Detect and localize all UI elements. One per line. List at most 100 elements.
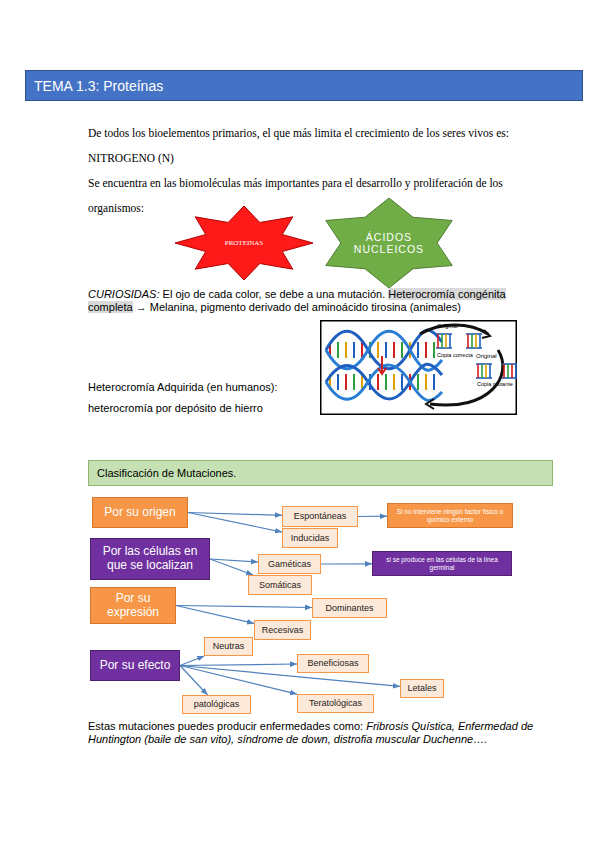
note-text: Heterocromía Adquirida (en humanos): bbox=[88, 381, 278, 393]
node-label: Inducidas bbox=[291, 533, 330, 543]
star-fill bbox=[326, 198, 452, 288]
type-box: Teratológicas bbox=[297, 694, 374, 713]
note-text: heterocromía por depósito de hierro bbox=[88, 402, 263, 414]
type-box: Espontáneas bbox=[282, 506, 358, 527]
text-paragraph: Copia mutante bbox=[477, 381, 513, 387]
note-text: Estas mutaciones puedes producir enferme… bbox=[88, 720, 363, 732]
base-pair bbox=[479, 334, 481, 348]
base-pair bbox=[417, 374, 419, 390]
base-pair bbox=[393, 374, 395, 390]
star-shape: PROTEINAS bbox=[175, 206, 313, 280]
base-pair bbox=[353, 342, 355, 358]
base-pair bbox=[337, 374, 339, 390]
text-paragraph: De todos los bioelementos primarios, el … bbox=[88, 121, 550, 171]
type-box: Gaméticas bbox=[258, 554, 321, 574]
connector-arrow bbox=[180, 656, 204, 666]
note-text: Original bbox=[437, 323, 458, 329]
note-text: Original bbox=[476, 353, 497, 359]
node-label: Neutras bbox=[213, 641, 245, 651]
base-pair bbox=[449, 334, 451, 348]
base-pair bbox=[433, 374, 435, 390]
base-pair bbox=[507, 364, 509, 378]
title-text: TEMA 1.3: Proteínas bbox=[34, 78, 163, 94]
base-pair bbox=[361, 342, 363, 358]
type-box: Letales bbox=[400, 679, 444, 698]
text-paragraph: Original bbox=[476, 353, 516, 360]
base-pair bbox=[489, 364, 491, 378]
node-label: Teratológicas bbox=[309, 698, 362, 708]
base-pair bbox=[437, 334, 439, 348]
base-pair bbox=[377, 342, 379, 358]
node-label: Letales bbox=[407, 683, 436, 693]
base-pair bbox=[385, 342, 387, 358]
node-label: PROTEINAS bbox=[225, 239, 264, 247]
node-label: Por su origen bbox=[104, 506, 175, 520]
connector-arrow bbox=[358, 516, 387, 517]
base-pair bbox=[401, 374, 403, 390]
band-header: Clasificación de Mutaciones. bbox=[88, 460, 553, 486]
type-box: Recesivas bbox=[254, 620, 311, 640]
node-label: Por su efecto bbox=[100, 659, 171, 673]
node-label: Clasificación de Mutaciones. bbox=[97, 467, 236, 480]
node-label: si se produce en las células de la línea… bbox=[377, 556, 507, 571]
base-pair bbox=[425, 342, 427, 358]
type-box: Neutras bbox=[204, 637, 253, 656]
text-paragraph: Original bbox=[437, 323, 477, 330]
base-pair bbox=[353, 374, 355, 390]
text-paragraph: Copia correcta bbox=[437, 352, 473, 358]
node-label: Si no interviene ningún factor físico o … bbox=[392, 508, 508, 523]
note-text: De todos los bioelementos primarios, el … bbox=[88, 127, 509, 164]
connector-arrow bbox=[176, 606, 312, 608]
base-pair bbox=[345, 342, 347, 358]
base-pair bbox=[445, 334, 447, 348]
node-label: Recesivas bbox=[262, 625, 304, 635]
dna-replication-figure bbox=[320, 320, 517, 415]
base-pair bbox=[441, 334, 443, 348]
base-pair bbox=[503, 364, 505, 378]
base-pair bbox=[393, 342, 395, 358]
type-box: Beneficiosas bbox=[297, 654, 369, 673]
base-pair bbox=[425, 374, 427, 390]
type-box: Somáticas bbox=[248, 575, 312, 595]
connector-arrow bbox=[188, 513, 282, 533]
text-paragraph: Estas mutaciones puedes producir enferme… bbox=[88, 720, 543, 746]
base-pair bbox=[511, 364, 513, 378]
category-box: Por las células en que se localizan bbox=[90, 538, 210, 580]
node-label: patológicas bbox=[194, 699, 240, 709]
connector-arrow bbox=[210, 559, 253, 575]
base-pair bbox=[515, 364, 517, 378]
base-pair bbox=[377, 374, 379, 390]
type-box: patológicas bbox=[182, 695, 251, 714]
text-paragraph: heterocromía por depósito de hierro bbox=[88, 402, 318, 415]
base-pair bbox=[471, 334, 473, 348]
base-pair bbox=[467, 334, 469, 348]
node-label: Espontáneas bbox=[294, 511, 347, 521]
base-pair bbox=[481, 364, 483, 378]
note-text: Se encuentra en las biomoléculas más imp… bbox=[88, 177, 503, 214]
category-box: Por su origen bbox=[92, 497, 188, 528]
note-text: CURIOSIDAS: bbox=[88, 288, 160, 300]
definition-note: si se produce en las células de la línea… bbox=[372, 551, 512, 576]
category-box: Por su efecto bbox=[90, 650, 180, 681]
note-text: → Melanina, pigmento derivado del aminoá… bbox=[136, 301, 461, 313]
node-label: Gaméticas bbox=[268, 559, 311, 569]
connector-arrow bbox=[321, 563, 372, 564]
base-pair bbox=[385, 374, 387, 390]
base-pair bbox=[345, 374, 347, 390]
title-bar: TEMA 1.3: Proteínas bbox=[25, 70, 583, 101]
node-label: Somáticas bbox=[259, 580, 301, 590]
text-paragraph: Heterocromía Adquirida (en humanos): bbox=[88, 381, 318, 394]
type-box: Inducidas bbox=[282, 528, 338, 548]
connector-arrow bbox=[176, 606, 254, 624]
note-text: Copia correcta bbox=[437, 352, 473, 358]
connector-arrow bbox=[180, 666, 297, 695]
star-shape: ÁCIDOS NUCLEICOS bbox=[316, 198, 462, 288]
text-paragraph: CURIOSIDAS:El ojo de cada color, se debe… bbox=[88, 288, 540, 314]
text-paragraph: Se encuentra en las biomoléculas más imp… bbox=[88, 171, 550, 221]
base-pair bbox=[337, 342, 339, 358]
node-label: Por las células en que se localizan bbox=[95, 545, 205, 573]
node-label: Dominantes bbox=[325, 603, 373, 613]
connector-arrow bbox=[180, 664, 297, 666]
category-box: Por su expresión bbox=[90, 587, 176, 624]
